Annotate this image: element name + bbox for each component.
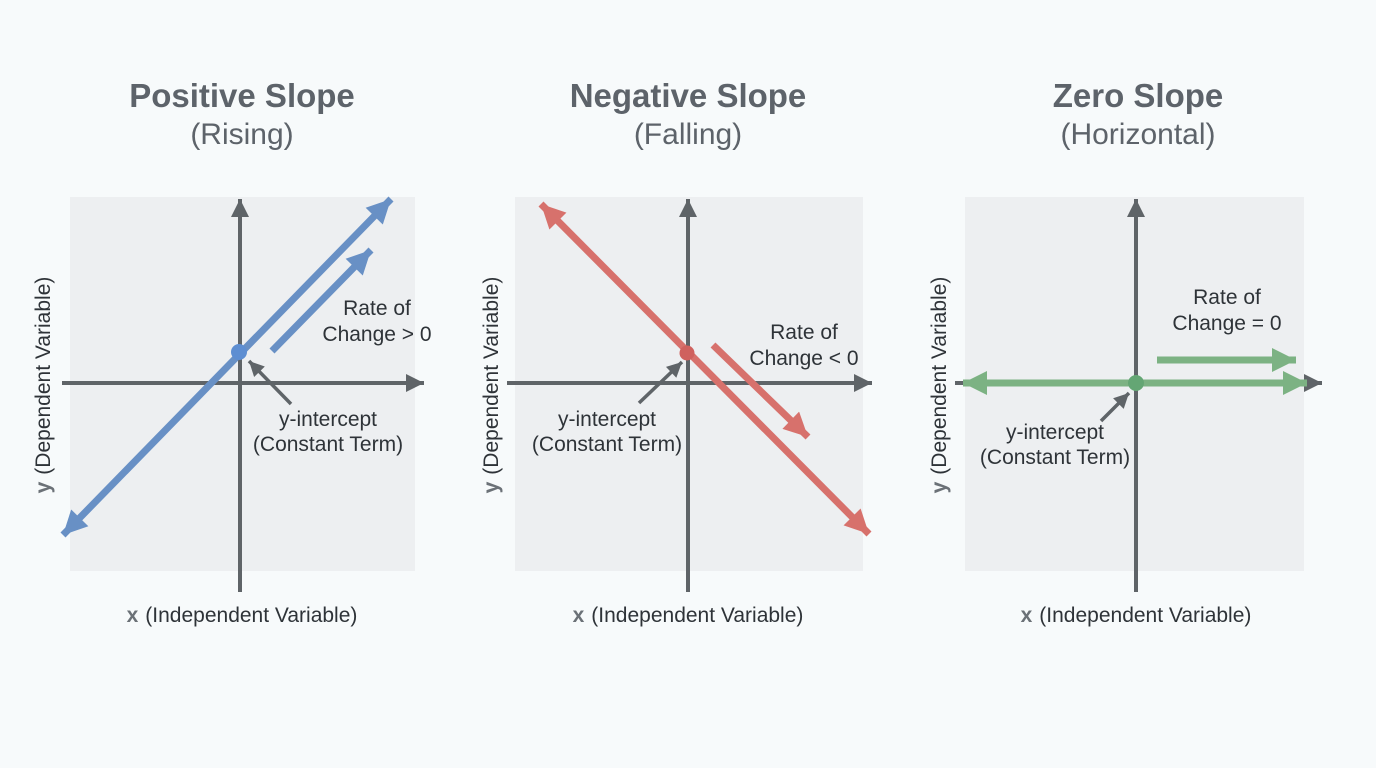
intercept-line1: y-intercept: [1005, 421, 1105, 444]
negative-slope-line: [538, 201, 872, 537]
rate-of-change-label-zero: Rate of Change = 0: [1172, 285, 1281, 337]
panel-title-positive: Positive Slope (Rising): [129, 76, 355, 154]
x-axis-text: (Independent Variable): [591, 604, 804, 627]
negative-y-intercept-point: [679, 345, 695, 361]
x-axis-title-negative: x (Independent Variable): [573, 604, 804, 628]
panel-title-zero-sub: (Horizontal): [1060, 118, 1216, 151]
panel-title-zero: Zero Slope (Horizontal): [1053, 76, 1224, 154]
positive-intercept-callout-arrow: [247, 359, 293, 406]
negative-intercept-callout-arrow: [637, 360, 684, 405]
panel-title-zero-main: Zero Slope: [1052, 77, 1224, 114]
intercept-line1: y-intercept: [278, 408, 378, 431]
rate-line2: Change = 0: [1172, 312, 1282, 335]
y-axis-title-negative: y (Dependent Variable): [480, 277, 504, 494]
positive-rate-arrow: [269, 247, 374, 354]
intercept-line2: (Constant Term): [531, 433, 683, 456]
rate-of-change-label-positive: Rate of Change > 0: [322, 296, 431, 348]
x-axis-title-positive: x (Independent Variable): [127, 604, 358, 628]
y-axis-text: (Dependent Variable): [480, 276, 503, 475]
rate-line2: Change < 0: [749, 347, 859, 370]
y-axis-title-positive: y (Dependent Variable): [32, 277, 56, 494]
rate-line2: Change > 0: [322, 323, 432, 346]
x-axis-text: (Independent Variable): [145, 604, 358, 627]
intercept-line2: (Constant Term): [979, 446, 1131, 469]
zero-intercept-callout-arrow: [1099, 391, 1131, 423]
panel-title-negative-sub: (Falling): [633, 118, 743, 151]
intercept-line2: (Constant Term): [252, 433, 404, 456]
x-axis-prefix: x: [1020, 604, 1033, 627]
panel-title-negative: Negative Slope (Falling): [570, 76, 807, 154]
panel-title-positive-sub: (Rising): [190, 118, 294, 151]
negative-rate-arrow: [710, 342, 811, 440]
y-axis-prefix: y: [928, 481, 951, 494]
rate-of-change-label-negative: Rate of Change < 0: [749, 320, 858, 372]
x-axis-title-zero: x (Independent Variable): [1021, 604, 1252, 628]
rate-line1: Rate of: [1193, 286, 1261, 309]
y-axis-text: (Dependent Variable): [32, 276, 55, 475]
rate-line1: Rate of: [770, 321, 838, 344]
x-axis-text: (Independent Variable): [1039, 604, 1252, 627]
x-axis-prefix: x: [572, 604, 585, 627]
panel-title-negative-main: Negative Slope: [569, 77, 807, 114]
positive-slope-line: [60, 196, 394, 538]
y-intercept-label-positive: y-intercept (Constant Term): [253, 407, 403, 457]
intercept-line1: y-intercept: [557, 408, 657, 431]
y-intercept-label-negative: y-intercept (Constant Term): [532, 407, 682, 457]
rate-line1: Rate of: [343, 297, 411, 320]
y-axis-title-zero: y (Dependent Variable): [928, 277, 952, 494]
panel-title-positive-main: Positive Slope: [129, 77, 355, 114]
y-axis-prefix: y: [32, 481, 55, 494]
y-axis-text: (Dependent Variable): [928, 276, 951, 475]
positive-y-intercept-point: [231, 344, 247, 360]
y-intercept-label-zero: y-intercept (Constant Term): [980, 420, 1130, 470]
x-axis-prefix: x: [126, 604, 139, 627]
zero-y-intercept-point: [1128, 375, 1144, 391]
y-axis-prefix: y: [480, 481, 503, 494]
